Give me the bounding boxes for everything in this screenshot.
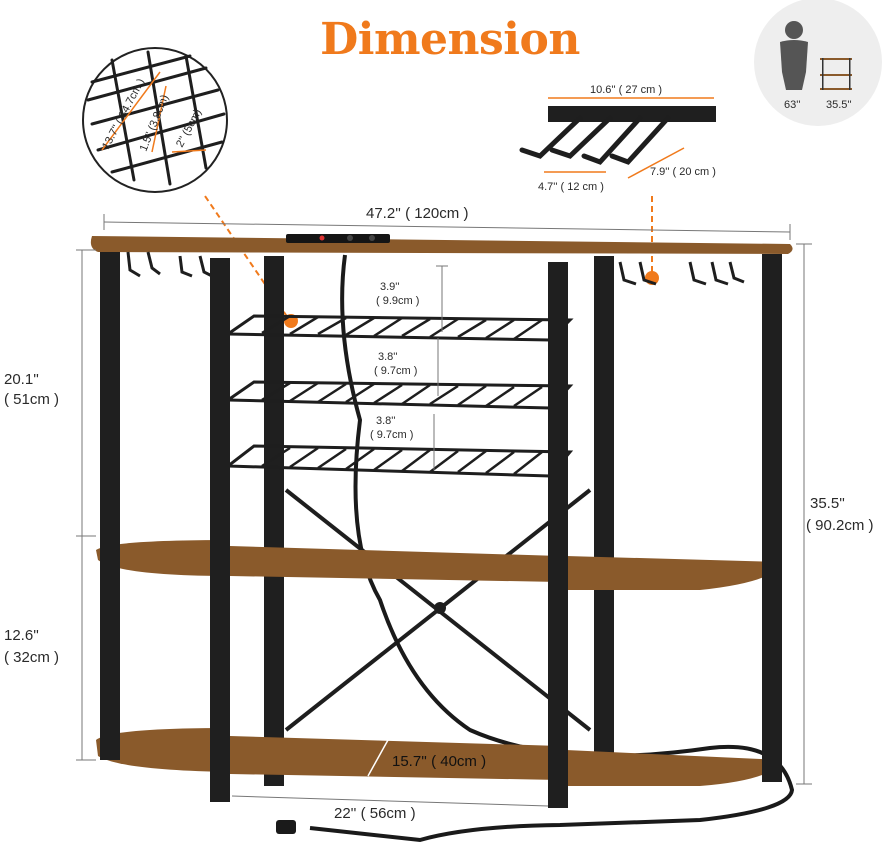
rack-gap-mark (151, 85, 167, 153)
rack-gap-dimensions: 3.9'' ( 9.9cm ) 3.8'' ( 9.7cm ) 3.8'' ( … (370, 265, 448, 470)
top-board (90, 236, 793, 254)
inner-width-dimension: 22'' ( 56cm ) (231, 795, 549, 822)
width-dimension: 47.2'' ( 120cm ) (103, 205, 791, 240)
upright-back-right (594, 256, 614, 786)
shelf-depth-label: 15.7'' ( 40cm ) (392, 753, 486, 770)
scale-circle (754, 0, 882, 126)
rack-gap-1-in: 3.9'' (380, 281, 400, 293)
person-height-label: 63'' (784, 99, 800, 111)
table-height-label: 35.5'' (826, 99, 852, 111)
person-silhouette-icon (780, 40, 808, 90)
outlet-icon (347, 235, 353, 241)
wine-rack-3 (223, 444, 574, 478)
holder-hook-gap-label: 4.7'' ( 12 cm ) (538, 181, 604, 193)
bottom-shelf-right (566, 750, 782, 786)
lower-height-cm: ( 32cm ) (4, 649, 59, 666)
lower-height-in: 12.6'' (4, 627, 39, 644)
power-switch-icon (319, 235, 325, 241)
middle-shelf-left (96, 540, 230, 576)
upper-height-cm: ( 51cm ) (4, 391, 59, 408)
bottom-shelf-left (96, 728, 230, 772)
leg-front-left (210, 258, 230, 802)
leg-front-outer-right (762, 254, 782, 782)
power-plug-icon (276, 820, 296, 834)
power-strip (286, 234, 390, 243)
rack-depth-mark (101, 71, 161, 151)
glass-holder-right (618, 261, 745, 286)
leg-front-outer-left (100, 252, 120, 760)
wine-rack-2 (223, 380, 574, 410)
scale-comparison: 63'' 35.5'' (754, 0, 882, 126)
middle-shelf-right (566, 556, 782, 590)
middle-shelf-center (230, 546, 560, 582)
upper-height-in: 20.1'' (4, 371, 39, 388)
x-brace-joint (434, 602, 446, 614)
wine-rack-1 (223, 314, 574, 342)
rack-gap-3-in: 3.8'' (376, 415, 396, 427)
outlet-icon (369, 235, 375, 241)
table-silhouette-icon (820, 58, 852, 90)
rack-gap-3-cm: ( 9.7cm ) (370, 429, 413, 441)
holder-hook-length-label: 7.9'' ( 20 cm ) (650, 166, 716, 178)
leg-front-right (548, 262, 568, 808)
rack-gap-1-cm: ( 9.9cm ) (376, 295, 419, 307)
page-title: Dimension (320, 14, 580, 65)
bottom-shelf-center (230, 736, 560, 780)
total-height-dimension: 35.5'' ( 90.2cm ) (796, 243, 874, 785)
holder-hook-length-mark (627, 147, 685, 179)
rack-gap-2-cm: ( 9.7cm ) (374, 365, 417, 377)
holder-bar (548, 106, 716, 122)
rack-detail-callout: 13.7'' ( 34.7cm ) 1.5'' (3.8cm) 2'' (5cm… (82, 47, 298, 328)
glass-holder-detail: 10.6'' ( 27 cm ) 4.7'' ( 12 cm ) 7.9'' (… (519, 84, 716, 285)
rack-slot-mark (171, 149, 207, 153)
inner-width-label: 22'' ( 56cm ) (334, 805, 416, 822)
holder-hooks (519, 115, 671, 165)
glass-holder-left (106, 251, 213, 278)
total-height-cm: ( 90.2cm ) (806, 517, 874, 534)
person-head-icon (785, 21, 803, 39)
width-label: 47.2'' ( 120cm ) (366, 205, 468, 222)
total-height-in: 35.5'' (810, 495, 845, 512)
holder-length-label: 10.6'' ( 27 cm ) (590, 84, 662, 96)
bar-cabinet (90, 234, 795, 843)
left-height-dimensions: 20.1'' ( 51cm ) 12.6'' ( 32cm ) (4, 249, 96, 761)
shelf-depth-dimension: 15.7'' ( 40cm ) (367, 739, 486, 777)
rack-gap-2-in: 3.8'' (378, 351, 398, 363)
